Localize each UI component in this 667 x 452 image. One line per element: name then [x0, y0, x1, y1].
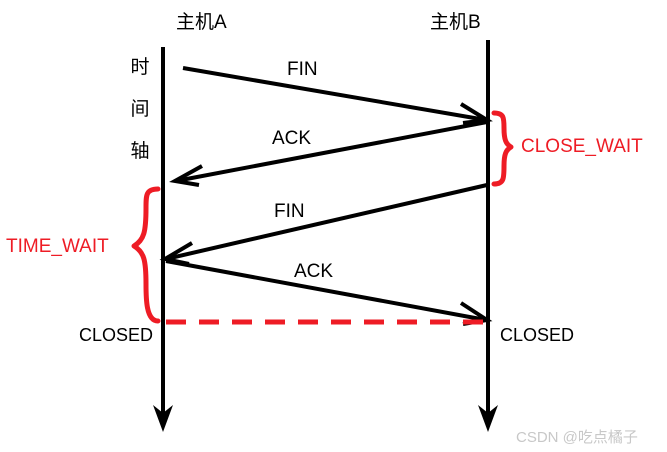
state-label-closed-right: CLOSED — [500, 325, 575, 345]
lifeline-host-b-arrowhead — [478, 405, 498, 432]
time-axis-label: 时 间 轴 — [126, 52, 154, 163]
message-arrow-fin-a-to-b — [182, 66, 487, 122]
message-label-fin-1: FIN — [287, 59, 318, 80]
host-b-title: 主机B — [430, 12, 481, 33]
message-arrowhead-fin-a-to-b — [459, 102, 493, 125]
time-axis-char-2: 间 — [130, 99, 150, 120]
message-arrowhead-ack-b-to-a — [169, 164, 203, 187]
close-wait-brace — [491, 110, 514, 187]
message-arrow-ack-b-to-a — [175, 120, 488, 183]
message-arrow-fin-b-to-a — [165, 183, 488, 261]
time-axis-char-1: 时 — [130, 57, 150, 78]
lifeline-host-a-arrowhead — [153, 405, 173, 432]
message-label-fin-2: FIN — [274, 201, 305, 222]
state-label-close-wait: CLOSE_WAIT — [521, 136, 643, 157]
time-axis-char-3: 轴 — [130, 141, 150, 162]
state-label-closed-left: CLOSED — [79, 325, 154, 345]
state-label-time-wait: TIME_WAIT — [6, 236, 109, 257]
message-arrow-ack-a-to-b — [165, 259, 487, 322]
message-label-ack-1: ACK — [272, 128, 312, 149]
watermark: CSDN @吃点橘子 — [516, 429, 638, 446]
message-label-ack-2: ACK — [294, 261, 334, 282]
time-wait-brace — [131, 186, 161, 324]
host-a-title: 主机A — [176, 12, 227, 33]
